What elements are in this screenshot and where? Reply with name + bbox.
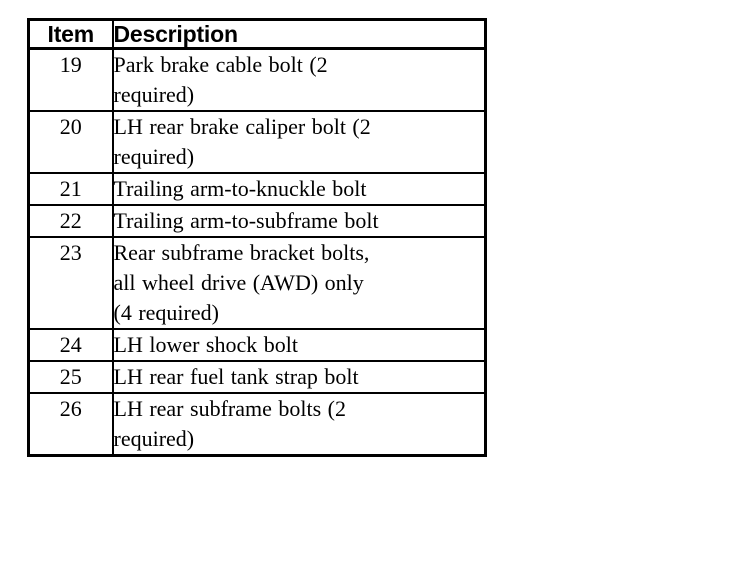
cell-item-number: 19 (27, 47, 114, 112)
table-header: Item Description (27, 18, 487, 50)
cell-description: LH rear fuel tank strap bolt (111, 360, 487, 394)
table-header-row: Item Description (27, 18, 487, 50)
cell-item-number: 22 (27, 204, 114, 238)
cell-item-number: 24 (27, 328, 114, 362)
cell-description: Trailing arm-to-knuckle bolt (111, 172, 487, 206)
column-header-description: Description (111, 18, 487, 50)
description-line: LH rear subframe bolts (2 (113, 396, 346, 421)
description-line: required) (113, 82, 195, 107)
description-line: all wheel drive (AWD) only (113, 270, 364, 295)
description-line: Park brake cable bolt (2 (113, 52, 328, 77)
description-line: Trailing arm-to-knuckle bolt (113, 176, 367, 201)
cell-item-number: 23 (27, 236, 114, 330)
cell-item-number: 20 (27, 110, 114, 174)
cell-description: Park brake cable bolt (2 required) (111, 47, 487, 112)
description-line: LH rear fuel tank strap bolt (113, 364, 359, 389)
description-line: LH lower shock bolt (113, 332, 298, 357)
cell-description: LH lower shock bolt (111, 328, 487, 362)
cell-description: LH rear brake caliper bolt (2 required) (111, 110, 487, 174)
description-line: (4 required) (113, 300, 219, 325)
description-line: Rear subframe bracket bolts, (113, 240, 370, 265)
cell-description: Trailing arm-to-subframe bolt (111, 204, 487, 238)
description-line: Trailing arm-to-subframe bolt (113, 208, 379, 233)
cell-item-number: 25 (27, 360, 114, 394)
description-line: LH rear brake caliper bolt (2 (113, 114, 371, 139)
cell-item-number: 26 (27, 392, 114, 457)
cell-description: Rear subframe bracket bolts, all wheel dr… (111, 236, 487, 330)
cell-item-number: 21 (27, 172, 114, 206)
column-header-item: Item (27, 18, 114, 50)
cell-description: LH rear subframe bolts (2 required) (111, 392, 487, 457)
description-line: required) (113, 144, 195, 169)
description-line: required) (113, 426, 195, 451)
